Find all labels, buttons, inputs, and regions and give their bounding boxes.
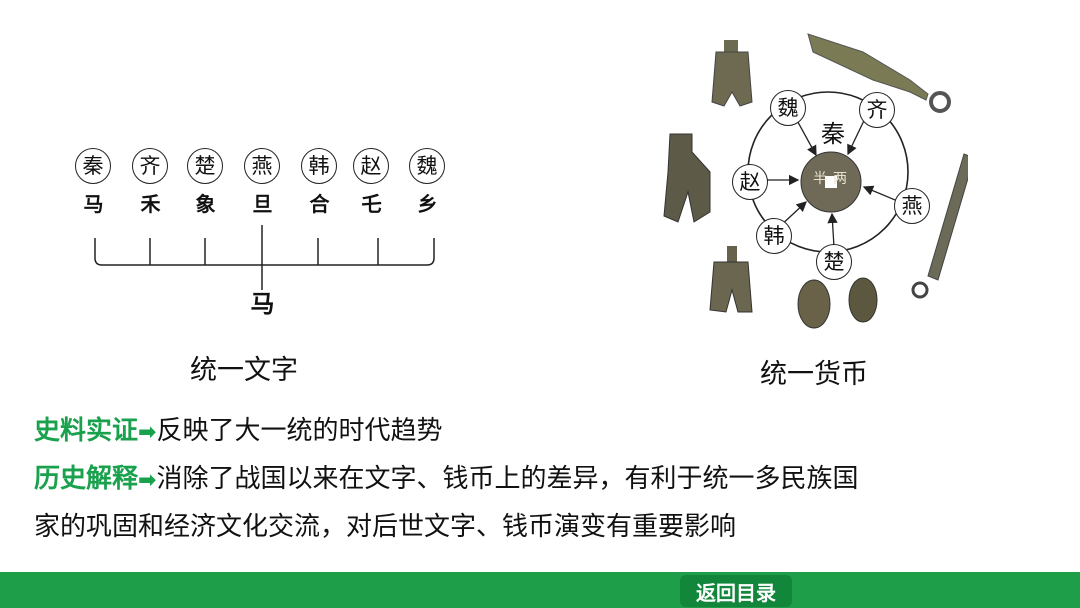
script-glyph-zhao: 乇 — [361, 192, 382, 216]
currency-illustration — [663, 33, 968, 329]
unified-script-glyph: 马 — [250, 289, 275, 318]
footer-bar — [0, 572, 1080, 608]
arrow-right-icon: ➡ — [138, 420, 157, 445]
currency-state-han: 韩 — [756, 218, 792, 254]
writing-state-chu: 楚 — [187, 148, 223, 184]
currency-state-qi: 齐 — [859, 92, 895, 128]
interpretation-line: 历史解释➡消除了战国以来在文字、钱币上的差异，有利于统一多民族国 — [34, 458, 858, 495]
ban-liang-coin-icon — [800, 151, 862, 213]
evidence-body: 反映了大一统的时代趋势 — [156, 416, 443, 446]
writing-state-zhao: 赵 — [353, 148, 389, 184]
back-to-contents-button[interactable]: 返回目录 — [680, 575, 792, 607]
interpretation-tag: 历史解释 — [34, 464, 139, 494]
knife-coin-top-icon — [807, 33, 951, 113]
script-glyph-wei: 乡 — [417, 192, 438, 216]
currency-state-chu: 楚 — [816, 244, 852, 280]
writing-bracket-lines — [94, 225, 435, 290]
currency-center-state-qin: 秦 — [821, 120, 845, 148]
evidence-tag: 史料实证 — [34, 416, 139, 446]
script-glyph-qin: 马 — [83, 192, 104, 216]
evidence-line: 史料实证➡反映了大一统的时代趋势 — [34, 410, 442, 447]
knife-coin-right-icon — [911, 153, 968, 299]
currency-state-yan: 燕 — [894, 188, 930, 224]
interpretation-line-continued: 家的巩固和经济文化交流，对后世文字、钱币演变有重要影响 — [34, 506, 736, 543]
ant-nose-coin-left-icon — [797, 279, 831, 329]
script-glyph-han: 合 — [309, 192, 330, 216]
writing-state-qi: 齐 — [132, 148, 168, 184]
writing-state-han: 韩 — [301, 148, 337, 184]
arrow-right-icon: ➡ — [138, 468, 157, 493]
currency-state-wei: 魏 — [770, 90, 806, 126]
writing-state-yan: 燕 — [244, 148, 280, 184]
script-glyph-qi: 禾 — [140, 192, 161, 216]
script-glyph-yan: 旦 — [252, 192, 273, 216]
interpretation-body-1: 消除了战国以来在文字、钱币上的差异，有利于统一多民族国 — [156, 464, 859, 494]
interpretation-body-2: 家的巩固和经济文化交流，对后世文字、钱币演变有重要影响 — [34, 512, 737, 542]
writing-state-qin: 秦 — [75, 148, 111, 184]
coin-inscription: 半两 — [813, 171, 853, 187]
spade-coin-bottomleft-icon — [709, 246, 753, 313]
caption-writing: 统一文字 — [190, 355, 298, 386]
spade-coin-left-icon — [663, 133, 711, 223]
currency-state-zhao: 赵 — [732, 164, 768, 200]
caption-currency: 统一货币 — [760, 359, 868, 390]
writing-state-wei: 魏 — [409, 148, 445, 184]
script-glyph-chu: 象 — [195, 192, 216, 216]
currency-unification-diagram: 秦 半两 魏 齐 赵 燕 韩 楚 — [648, 22, 968, 342]
writing-unification-diagram: 秦 齐 楚 燕 韩 赵 魏 马 禾 象 旦 合 乇 乡 马 — [60, 130, 480, 370]
spade-coin-topleft-icon — [711, 40, 753, 107]
ant-nose-coin-right-icon — [848, 277, 878, 323]
